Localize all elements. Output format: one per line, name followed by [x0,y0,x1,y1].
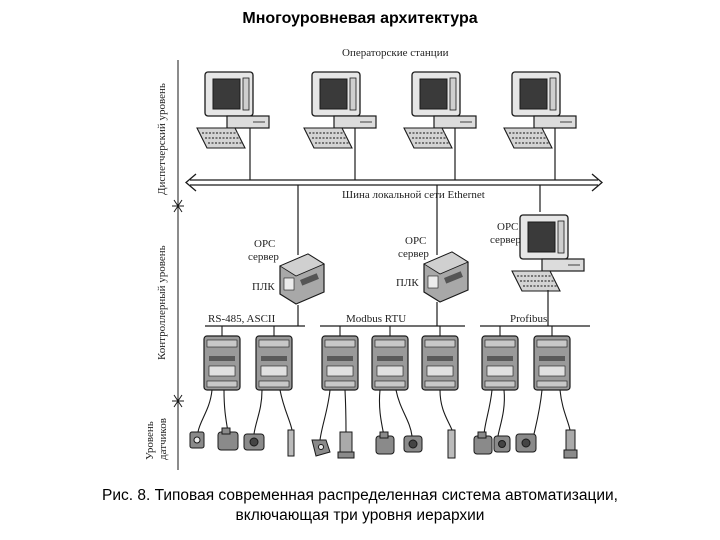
bus-2-label: Modbus RTU [346,313,406,325]
io-module-3 [321,335,359,391]
bus-1-label: RS-485, ASCII [208,313,276,325]
workstation-drops [249,128,556,180]
io-module-1 [203,335,241,391]
operator-workstation-4 [503,71,577,149]
io-module-2 [255,335,293,391]
caption-line-2: включающая три уровня иерархии [235,507,485,524]
level-bracket [172,60,184,470]
ethernet-bus [184,173,604,192]
plc-1 [279,253,325,305]
level-sensor-label-1: Уровень [144,421,156,460]
io-drops [221,326,553,336]
opc-server-2-label: OPC [405,235,426,247]
level-controller-label: Контроллерный уровень [156,245,168,360]
opc-server-1-label: OPC [254,238,275,250]
io-module-6 [481,335,519,391]
ethernet-bus-label: Шина локальной сети Ethernet [342,189,485,201]
operator-workstation-1 [196,71,270,149]
opc-server-3-sublabel: сервер [490,234,521,246]
plc-2 [423,251,469,303]
io-module-4 [371,335,409,391]
operator-workstation-2 [303,71,377,149]
plc-2-label: ПЛК [396,277,419,289]
caption-line-1: Рис. 8. Типовая современная распределенн… [102,487,618,504]
plc-1-label: ПЛК [252,281,275,293]
page-title: Многоуровневая архитектура [242,10,478,27]
sensors [189,427,578,459]
level-sensor-label-2: датчиков [157,418,169,460]
opc-server-3-workstation [511,214,585,292]
bus-3-label: Profibus [510,313,547,325]
operator-stations-label: Операторские станции [342,47,449,59]
io-module-5 [421,335,459,391]
lan-drops [297,185,541,255]
level-dispatcher-label: Диспетчерский уровень [156,83,168,195]
io-module-7 [533,335,571,391]
opc-server-1-sublabel: сервер [248,251,279,263]
opc-server-2-sublabel: сервер [398,248,429,260]
opc-server-3-label: OPC [497,221,518,233]
operator-workstation-3 [403,71,477,149]
controller-links [297,290,549,326]
figure-caption: Рис. 8. Типовая современная распределенн… [40,486,680,526]
